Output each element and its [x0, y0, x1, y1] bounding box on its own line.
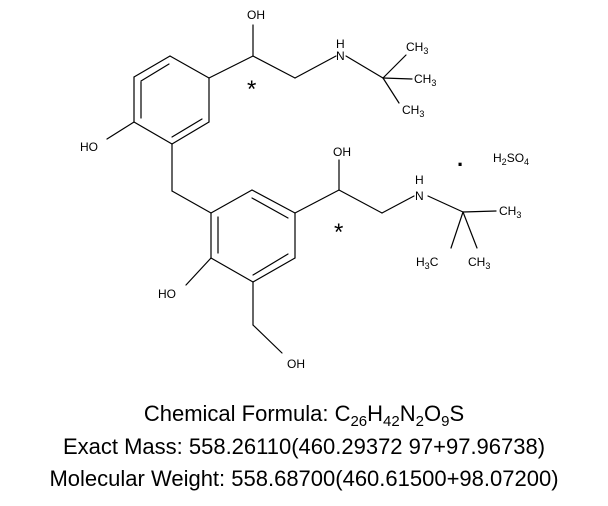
formula-s: S: [449, 401, 465, 426]
formula-c: C26: [334, 401, 368, 430]
oh-label-hydroxymethyl: OH: [287, 357, 305, 371]
stereo-star-bottom: *: [334, 219, 343, 246]
ch3-label-5: CH3: [468, 255, 490, 271]
ch3-label-4: CH3: [499, 204, 521, 220]
ho-label-ring-b: HO: [158, 287, 176, 301]
stereo-star-top: *: [247, 76, 256, 103]
ch3-label-2: CH3: [414, 72, 436, 88]
formula-o: O9: [423, 401, 450, 430]
formula-h: H42: [367, 401, 400, 430]
nh-n-label-bottom: N: [415, 189, 424, 203]
ho-label-ring-a: HO: [80, 140, 98, 154]
nh-h-label-bottom: H: [415, 173, 424, 187]
formula-n: N2: [399, 401, 424, 430]
nh-n-label-top: N: [336, 49, 345, 63]
h3c-label: H3C: [416, 255, 439, 271]
salt-dot: ·: [457, 152, 464, 177]
oh-label-top: OH: [247, 8, 265, 22]
formula-label: Chemical Formula:: [143, 401, 335, 426]
exact-mass: Exact Mass: 558.26110(460.29372 97+97.96…: [62, 434, 546, 459]
oh-label-mid: OH: [333, 145, 351, 159]
ch3-label-3: CH3: [402, 103, 424, 119]
sulfuric-acid-label: H2SO4: [493, 151, 529, 167]
chemical-formula: Chemical Formula: C26H42N2O9S: [0, 401, 608, 430]
molecular-weight: Molecular Weight: 558.68700(460.61500+98…: [49, 466, 559, 491]
bond-lines: [106, 24, 497, 354]
nh-h-label-top: H: [336, 37, 345, 51]
ch3-label-1: CH3: [406, 40, 428, 56]
